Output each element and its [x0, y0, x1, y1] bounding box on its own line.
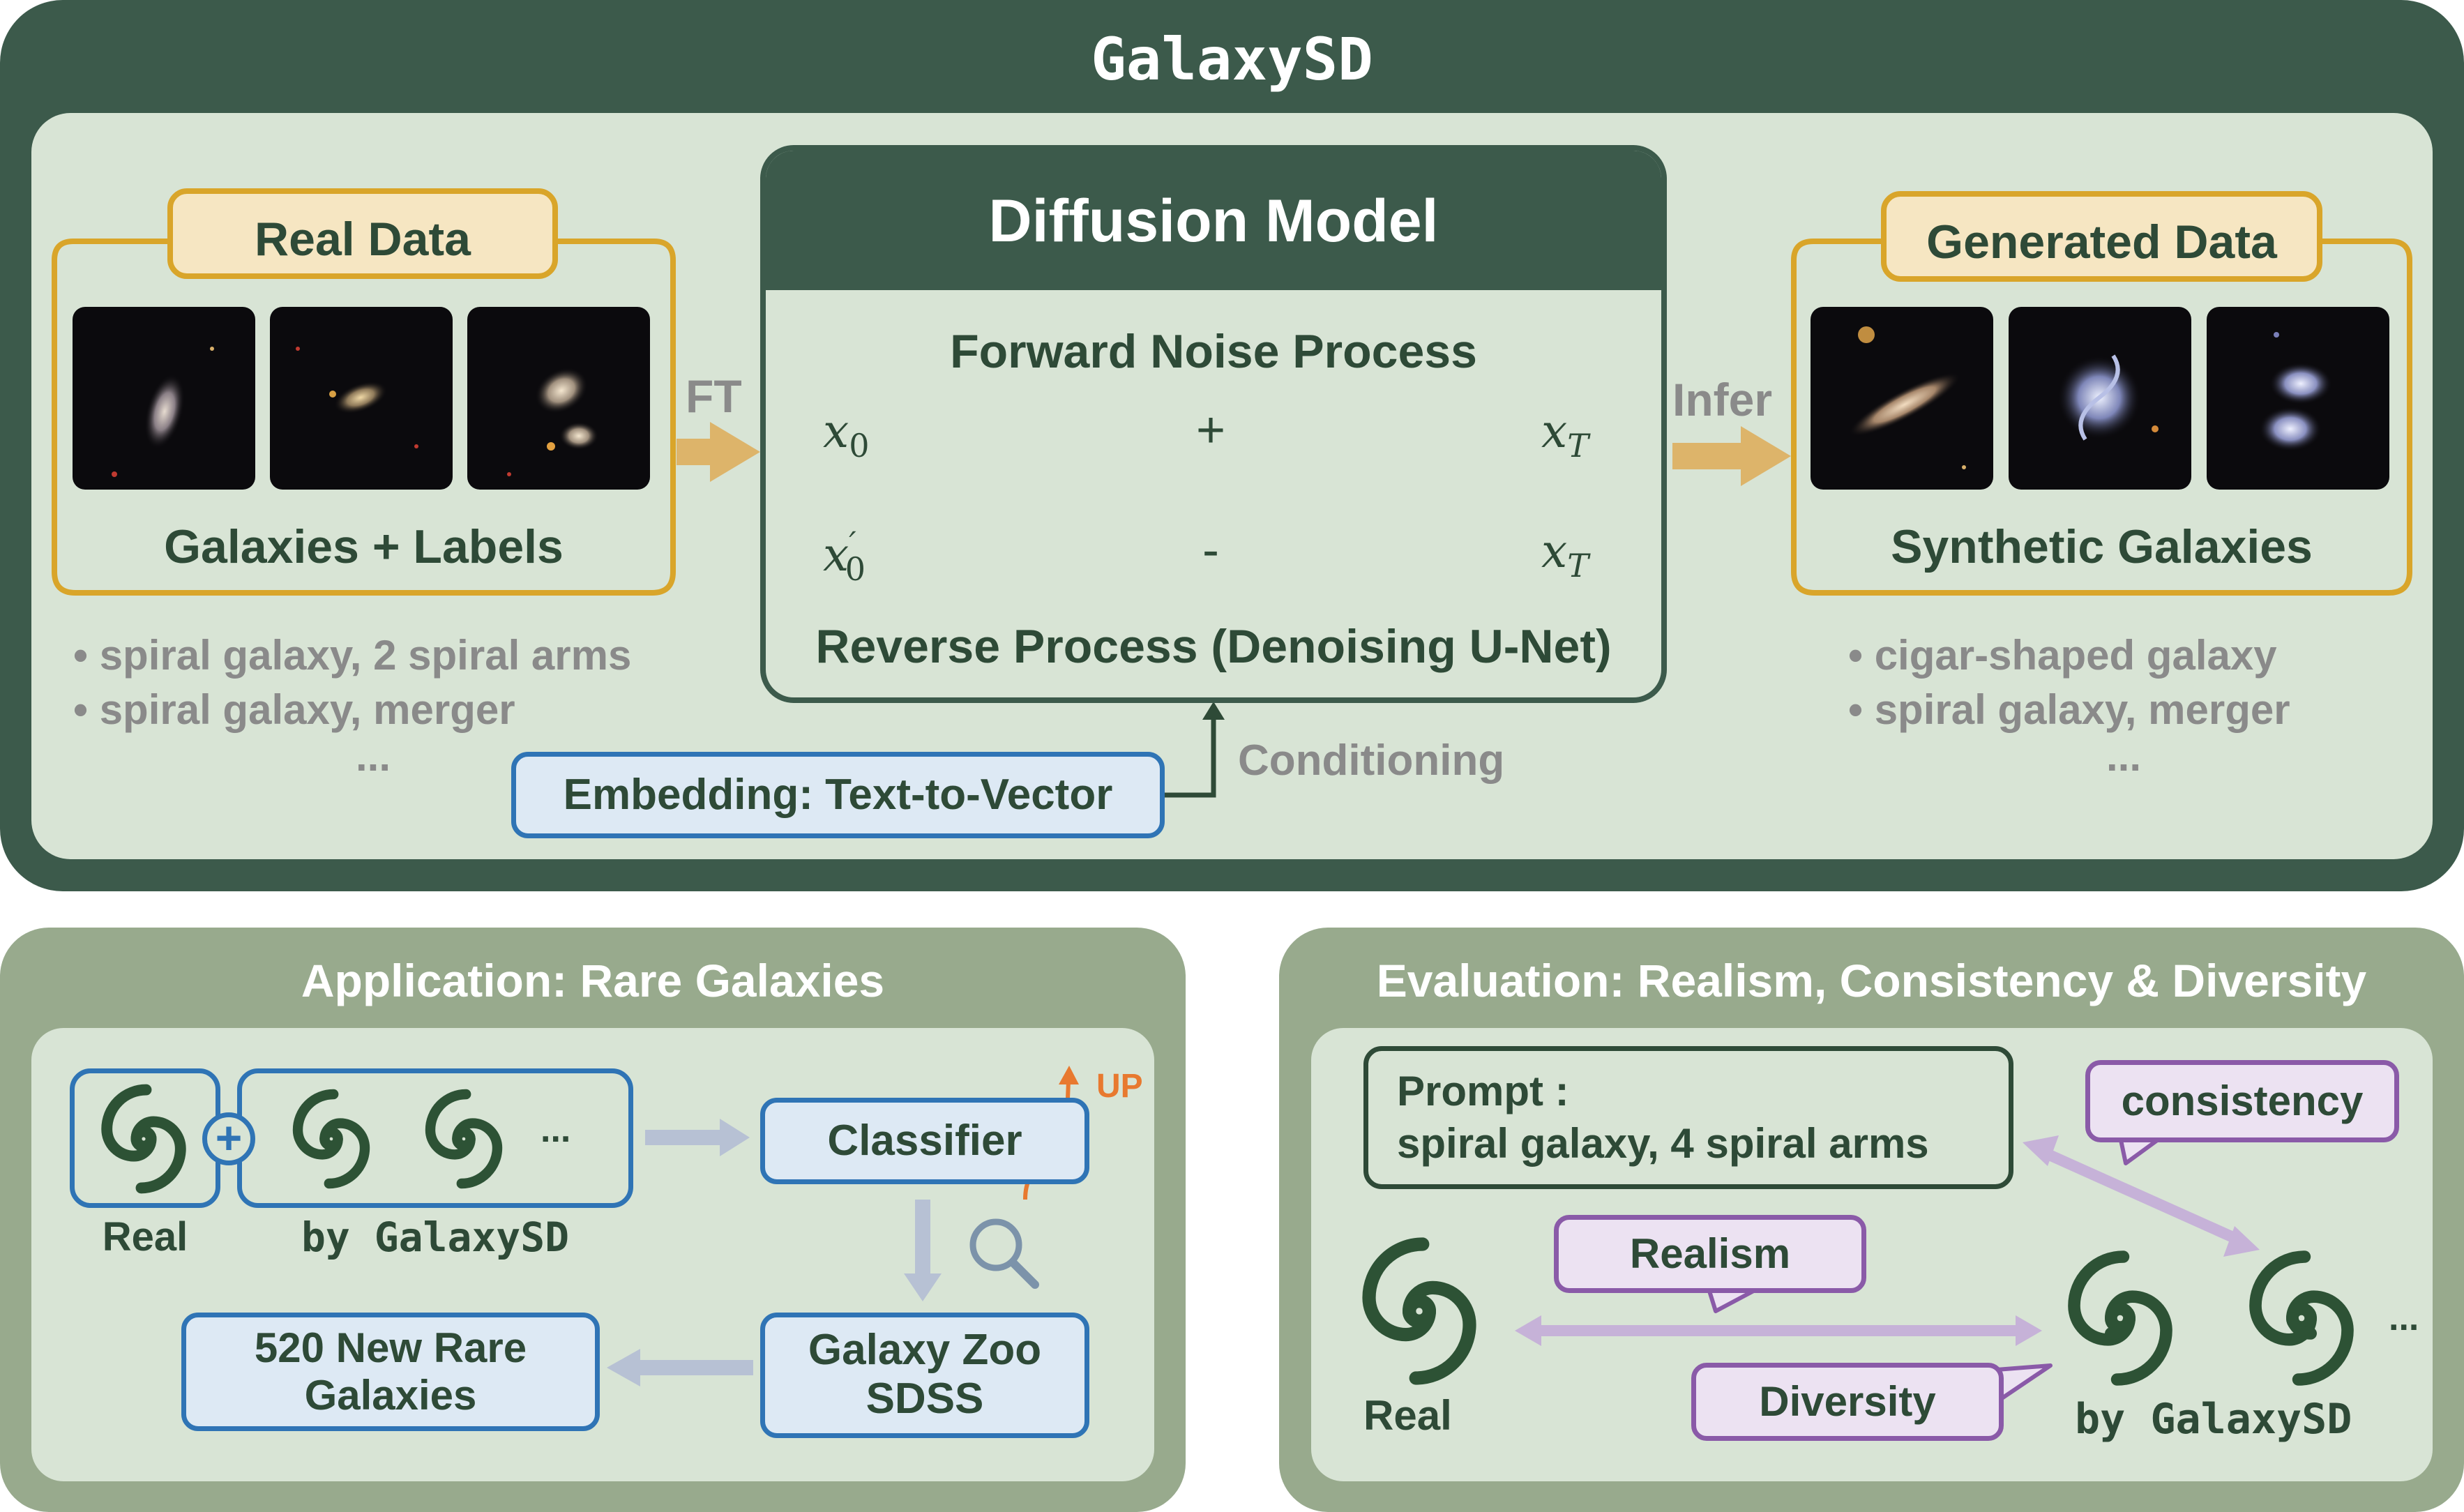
magnifier-icon — [969, 1218, 1039, 1289]
consistency-bubble: consistency — [2085, 1060, 2399, 1142]
eval-gen-spiral-icon-1 — [2068, 1250, 2172, 1386]
xT-reverse-subscript: T — [1567, 547, 1589, 585]
real-bullet-2-text: spiral galaxy, merger — [99, 686, 515, 733]
generated-bullets-ellipsis: ... — [2106, 733, 2141, 780]
x0-prime-symbol: x′0 — [823, 524, 866, 588]
new-rare-line1: 520 New Rare — [254, 1324, 527, 1371]
app-arrow-3-head — [607, 1349, 640, 1386]
minus-operator: - — [1202, 522, 1219, 578]
diffusion-model-header — [766, 151, 1661, 290]
xT-forward-subscript: T — [1567, 427, 1589, 465]
app-arrow-2-shaft — [915, 1200, 930, 1276]
app-gen-spiral-icon-2 — [425, 1089, 503, 1189]
app-plus-sign: + — [215, 1112, 243, 1163]
realism-bubble: Realism — [1554, 1215, 1866, 1293]
generated-galaxy-image-3 — [2207, 307, 2389, 490]
galaxy-zoo-line1: Galaxy Zoo — [808, 1326, 1042, 1374]
ft-arrow-shaft — [677, 439, 711, 465]
conditioning-label: Conditioning — [1238, 736, 1505, 785]
prompt-box — [1363, 1046, 2013, 1189]
real-bullets-ellipsis: ... — [355, 733, 391, 780]
consistency-arrow-head-a — [2023, 1135, 2059, 1166]
real-data-frame — [52, 239, 676, 596]
evaluation-title: Evaluation: Realism, Consistency & Diver… — [1376, 955, 2367, 1006]
app-arrow-1-head — [720, 1119, 750, 1156]
x0p-subscript: 0 — [845, 550, 866, 589]
diversity-bubble: Diversity — [1691, 1363, 2004, 1441]
eval-real-spiral-icon — [1362, 1237, 1476, 1385]
x0p-letter: x — [823, 528, 849, 582]
generated-bullet-1-text: cigar-shaped galaxy — [1874, 632, 2277, 679]
conditioning-arrow-head — [1202, 702, 1225, 720]
x0-letter: x — [823, 405, 849, 458]
app-gen-spiral-icon-1 — [292, 1089, 370, 1189]
generated-data-label: Generated Data — [1881, 191, 2322, 282]
app-real-label: Real — [102, 1214, 188, 1260]
generated-data-frame — [1791, 239, 2412, 596]
forward-process-label: Forward Noise Process — [950, 325, 1477, 378]
generated-data-caption: Synthetic Galaxies — [1891, 520, 2313, 573]
eval-gen-spiral-icon-2 — [2249, 1250, 2354, 1386]
eval-gen-label: by GalaxySD — [2075, 1395, 2352, 1444]
generated-bullet-2-text: spiral galaxy, merger — [1874, 686, 2290, 733]
x0-symbol: x0 — [823, 405, 870, 464]
infer-arrow-head — [1741, 426, 1791, 486]
generated-galaxy-image-2 — [2009, 307, 2191, 490]
app-gen-ellipsis: ... — [541, 1110, 571, 1150]
xT-reverse-letter: x — [1541, 524, 1568, 578]
ft-label: FT — [686, 370, 742, 422]
app-plus-circle — [202, 1112, 255, 1165]
realism-arrow-head-a — [1515, 1315, 1541, 1346]
main-title: GalaxySD — [1091, 25, 1373, 93]
realism-arrow-head-b — [2016, 1315, 2042, 1346]
ft-arrow-head — [710, 422, 760, 482]
classifier-box: Classifier — [760, 1098, 1089, 1184]
infer-label: Infer — [1672, 374, 1773, 425]
up-label: UP — [1096, 1068, 1143, 1105]
app-real-spiral-icon — [101, 1084, 186, 1194]
real-galaxy-image-2 — [270, 307, 453, 490]
generated-bullet-2: • spiral galaxy, merger — [1848, 686, 2290, 733]
prompt-line2: spiral galaxy, 4 spiral arms — [1397, 1120, 1929, 1167]
prompt-line1: Prompt : — [1397, 1068, 1569, 1114]
real-galaxy-image-3 — [467, 307, 650, 490]
xT-reverse-symbol: xT — [1541, 524, 1589, 584]
app-arrow-2-head — [904, 1273, 942, 1301]
conditioning-connector — [1165, 718, 1216, 798]
plus-operator: + — [1195, 402, 1226, 458]
galaxy-zoo-box — [760, 1313, 1089, 1438]
eval-real-label: Real — [1363, 1392, 1452, 1439]
xT-forward-symbol: xT — [1541, 405, 1589, 464]
xT-forward-letter: x — [1541, 405, 1568, 458]
reverse-process-label: Reverse Process (Denoising U-Net) — [815, 620, 1612, 673]
x0-subscript: 0 — [849, 427, 870, 465]
consistency-arrow-head-b — [2223, 1226, 2260, 1257]
app-arrow-3-shaft — [638, 1360, 753, 1375]
app-arrow-1-shaft — [645, 1130, 722, 1145]
x0p-prime: ′ — [849, 524, 856, 562]
real-bullet-2: • spiral galaxy, merger — [73, 686, 515, 733]
new-rare-galaxies-box — [181, 1313, 600, 1431]
real-bullet-1: • spiral galaxy, 2 spiral arms — [73, 632, 632, 679]
real-data-caption: Galaxies + Labels — [164, 520, 564, 573]
infer-arrow-shaft — [1672, 443, 1742, 469]
application-title: Application: Rare Galaxies — [301, 955, 885, 1006]
real-data-label: Real Data — [167, 188, 558, 279]
app-gen-label: by GalaxySD — [301, 1214, 570, 1261]
real-bullet-1-text: spiral galaxy, 2 spiral arms — [99, 632, 632, 679]
eval-gen-ellipsis: ... — [2389, 1298, 2419, 1338]
new-rare-line2: Galaxies — [304, 1372, 477, 1419]
real-galaxy-image-1 — [73, 307, 255, 490]
galaxy-zoo-line2: SDSS — [866, 1375, 984, 1423]
generated-galaxy-image-1 — [1811, 307, 1993, 490]
generated-bullet-1: • cigar-shaped galaxy — [1848, 632, 2277, 679]
consistency-arrow — [2037, 1145, 2245, 1247]
diffusion-model-title: Diffusion Model — [988, 188, 1439, 255]
diffusion-model-box — [760, 145, 1667, 703]
embedding-box: Embedding: Text-to-Vector — [511, 752, 1165, 838]
up-arrow-head — [1059, 1066, 1079, 1084]
